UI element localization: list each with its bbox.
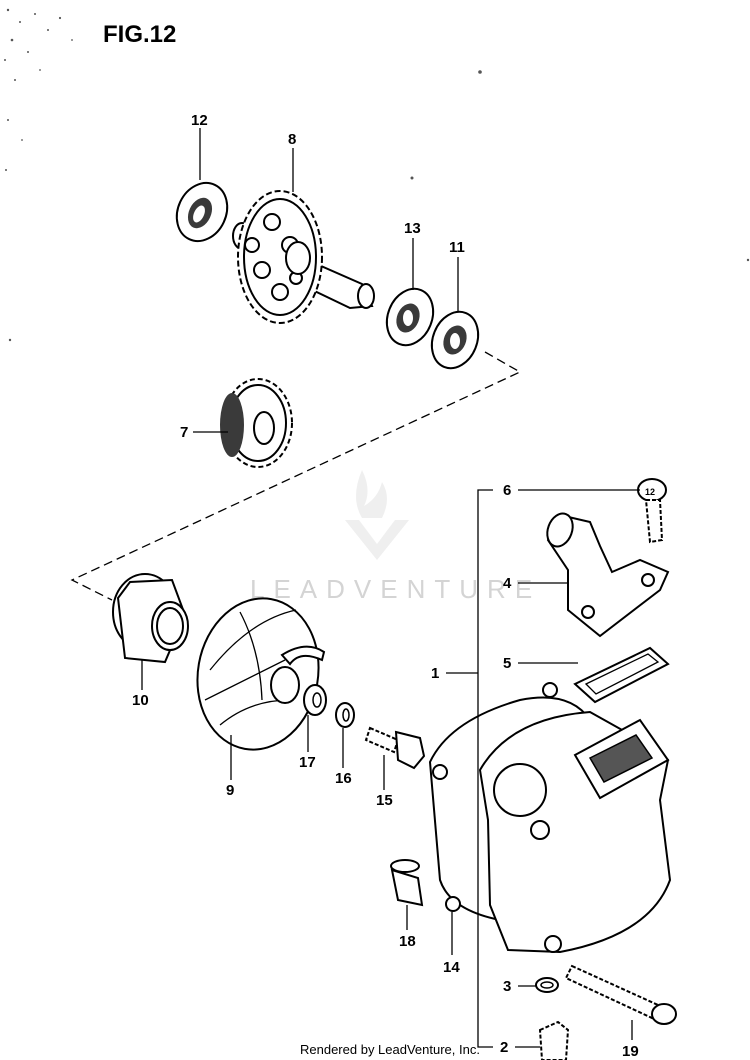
callout-12: 12: [191, 112, 208, 129]
callout-3: 3: [503, 978, 511, 995]
part-6-bolt: 12: [637, 478, 667, 544]
part-2-drain-plug: [538, 1020, 570, 1060]
part-11-seal: [430, 310, 480, 370]
part-13-bearing: [385, 287, 435, 347]
part-12-bearing: [175, 181, 229, 243]
callout-8: 8: [288, 131, 296, 148]
callout-17: 17: [299, 754, 316, 771]
part-10-seal: [112, 573, 189, 664]
callout-13: 13: [404, 220, 421, 237]
callout-19: 19: [622, 1043, 639, 1060]
callout-9: 9: [226, 782, 234, 799]
part-5-gasket: [573, 646, 670, 704]
leader-lines: [141, 128, 640, 1048]
watermark-text: LEADVENTURE: [250, 574, 541, 604]
part-18-dowel: [390, 859, 424, 907]
callout-7: 7: [180, 424, 188, 441]
part-8-gear-shaft: [232, 190, 375, 324]
callout-6: 6: [503, 482, 511, 499]
callout-1: 1: [431, 665, 439, 682]
part-3-oring: [535, 977, 559, 993]
part-19-bolt: [564, 964, 677, 1025]
callout-10: 10: [132, 692, 149, 709]
part-15-bolt: [364, 726, 426, 770]
part-17-washer: [303, 684, 327, 716]
callout-11: 11: [449, 239, 465, 256]
callout-16: 16: [335, 770, 352, 787]
bolt-head-mark: 12: [645, 487, 655, 497]
callout-15: 15: [376, 792, 393, 809]
callout-5: 5: [503, 655, 511, 672]
callout-14: 14: [443, 959, 460, 976]
callout-2: 2: [500, 1039, 508, 1056]
part-4-outlet-elbow: [546, 512, 670, 638]
part-1-pump-cover: [478, 710, 672, 954]
callout-18: 18: [399, 933, 416, 950]
figure-title: FIG.12: [103, 21, 176, 48]
scan-noise: [4, 8, 750, 342]
watermark-logo: [345, 470, 409, 560]
part-16-washer: [335, 702, 355, 728]
part-7-gear: [220, 378, 293, 468]
part-9-impeller: [196, 597, 326, 751]
footer-credit: Rendered by LeadVenture, Inc.: [300, 1042, 480, 1057]
callouts: 12 8 13 11 7 6 4 5 1 10 9 17 16 15 18 14…: [132, 112, 639, 1060]
callout-4: 4: [503, 575, 512, 592]
